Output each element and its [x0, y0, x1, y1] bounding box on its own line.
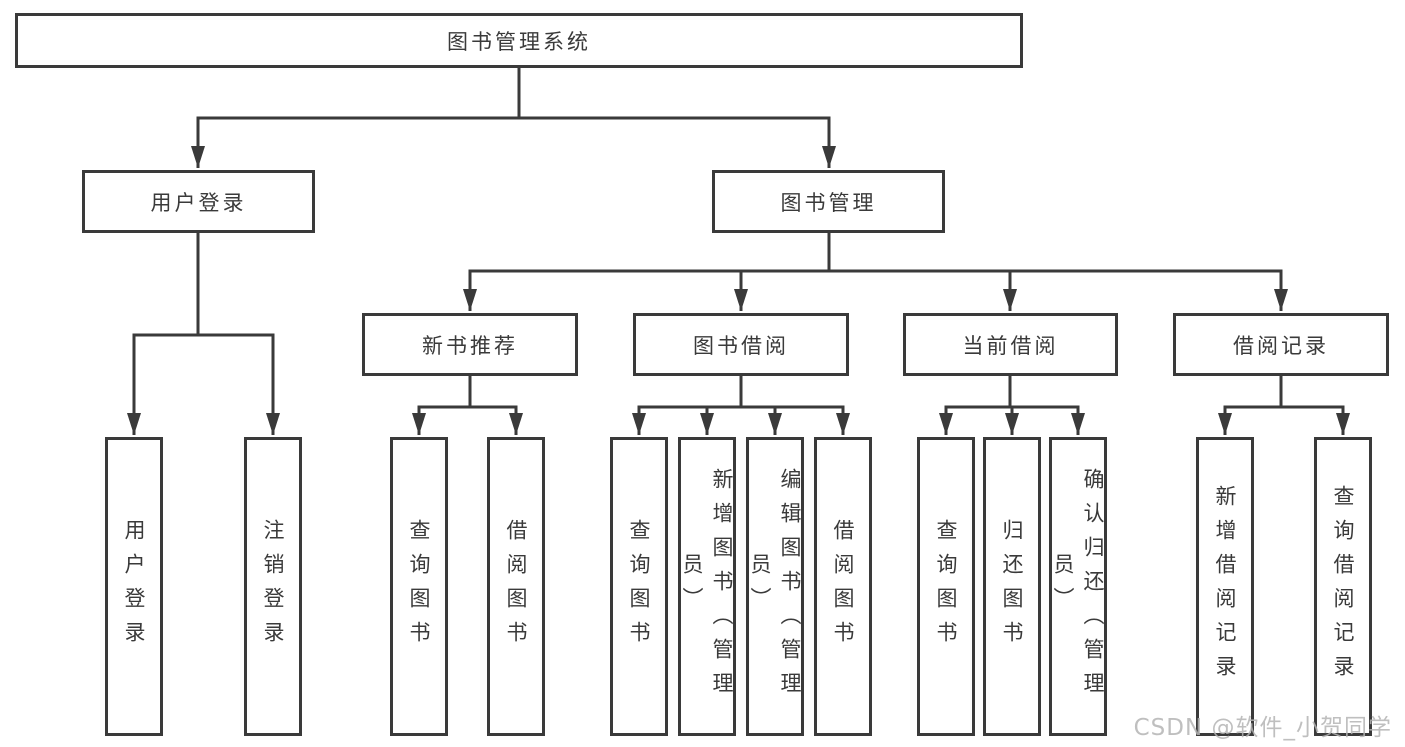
node-logout-action: 注销登录 [244, 437, 302, 736]
node-cb-return-books: 归还图书 [983, 437, 1041, 736]
node-user-login: 用户登录 [82, 170, 315, 233]
node-nbr-borrow-books: 借阅图书 [487, 437, 545, 736]
node-cb-query-books: 查询图书 [917, 437, 975, 736]
node-bb-borrow-books: 借阅图书 [814, 437, 872, 736]
node-borrowing-records: 借阅记录 [1173, 313, 1389, 376]
node-bb-add-books-admin: 新增图书（管理员） [678, 437, 736, 736]
node-current-borrowing: 当前借阅 [903, 313, 1118, 376]
node-br-add-borrow-record: 新增借阅记录 [1196, 437, 1254, 736]
node-bb-query-books: 查询图书 [610, 437, 668, 736]
node-book-borrowing: 图书借阅 [633, 313, 849, 376]
node-nbr-query-books: 查询图书 [390, 437, 448, 736]
node-cb-confirm-return-admin: 确认归还（管理员） [1049, 437, 1107, 736]
node-library-management-system: 图书管理系统 [15, 13, 1023, 68]
node-new-book-recommendation: 新书推荐 [362, 313, 578, 376]
node-book-management: 图书管理 [712, 170, 945, 233]
node-br-query-borrow-record: 查询借阅记录 [1314, 437, 1372, 736]
node-bb-edit-books-admin: 编辑图书（管理员） [746, 437, 804, 736]
connectors [127, 68, 1350, 435]
csdn-watermark: CSDN @软件_小贺同学 [1133, 715, 1392, 741]
node-user-login-action: 用户登录 [105, 437, 163, 736]
